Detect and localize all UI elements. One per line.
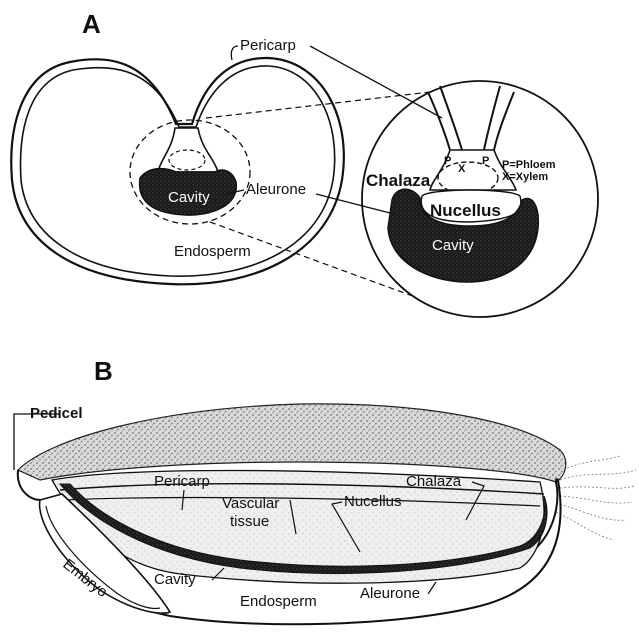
cavity-label-b: Cavity — [154, 571, 196, 588]
legend-xylem: X=Xylem — [502, 171, 548, 183]
pericarp-label-b: Pericarp — [154, 473, 210, 490]
vascular-label: Vascular — [222, 495, 279, 512]
grain-dorsal-surface — [18, 404, 566, 482]
chalaza-label-a: Chalaza — [366, 171, 431, 190]
endosperm-label-a: Endosperm — [174, 243, 251, 260]
cavity-small-label: Cavity — [168, 189, 210, 206]
pericarp-label-a: Pericarp — [240, 37, 296, 54]
phloem-p-left: P — [444, 155, 451, 167]
endosperm-label-b: Endosperm — [240, 593, 317, 610]
legend-phloem: P=Phloem — [502, 159, 556, 171]
panel-a: A Cavity Chalaza Nucellus Cavity P X P P… — [11, 9, 598, 317]
chalaza-small — [158, 128, 218, 172]
phloem-p-right: P — [482, 155, 489, 167]
brush-hairs — [556, 456, 636, 540]
chalaza-label-b: Chalaza — [406, 473, 462, 490]
panel-b-letter: B — [94, 356, 113, 386]
xylem-x-center: X — [458, 163, 466, 175]
nucellus-label-b: Nucellus — [344, 493, 402, 510]
cavity-large-label: Cavity — [432, 237, 474, 254]
aleurone-leader-b — [428, 582, 436, 594]
aleurone-label-a: Aleurone — [246, 181, 306, 198]
panel-a-letter: A — [82, 9, 101, 39]
tissue-label: tissue — [230, 513, 269, 530]
panel-b: B Pedicel Pericarp Vascular tissue Nucel… — [14, 356, 636, 624]
aleurone-label-b: Aleurone — [360, 585, 420, 602]
nucellus-label-a: Nucellus — [430, 201, 501, 220]
pedicel-label: Pedicel — [30, 405, 83, 422]
